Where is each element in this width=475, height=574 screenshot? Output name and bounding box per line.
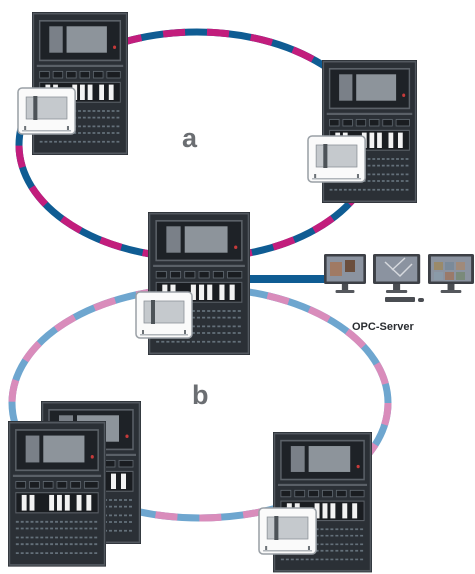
network-module-icon (17, 87, 76, 135)
opc-link-cable (250, 275, 324, 283)
keyboard-icon (385, 297, 424, 302)
network-module-icon (135, 291, 193, 339)
network-module-icon (307, 135, 366, 183)
ring-a-label: a (182, 123, 198, 153)
opc-server-label: OPC-Server (352, 321, 414, 333)
fire-panel-icon (7, 420, 107, 568)
opc-server-workstation (324, 254, 474, 302)
network-module-icon (258, 507, 317, 555)
ring-b-label: b (192, 380, 209, 410)
